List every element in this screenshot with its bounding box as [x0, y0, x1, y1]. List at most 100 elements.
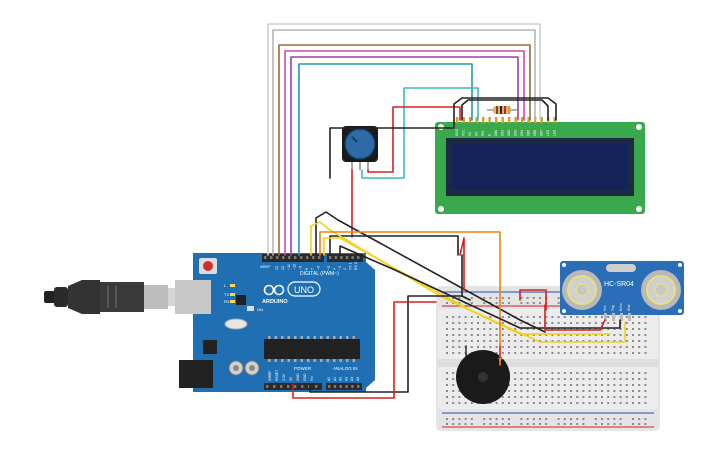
- sensor-model-label: HC-SR04: [604, 281, 634, 288]
- lcd-pin-label: DB7: [540, 130, 544, 136]
- wire-teal-pot: [361, 87, 479, 179]
- digital-pin-label: 8: [305, 268, 309, 270]
- analog-label: ANALOG IN: [333, 366, 358, 371]
- usb-chip: [236, 295, 246, 305]
- arduino-logo: ARDUINO: [262, 284, 288, 305]
- potentiometer[interactable]: [342, 126, 378, 170]
- lcd-screen: [452, 144, 628, 190]
- power-analog-pin-label: Vin: [310, 376, 314, 381]
- wire-black-lcd-2: [461, 99, 549, 121]
- lcd-pin-label: V0: [468, 132, 472, 136]
- digital-pin-label: ~3: [338, 266, 342, 270]
- wire-black-power: [309, 295, 463, 393]
- lcd-pin-label: E: [488, 134, 492, 136]
- wire-black-lcd: [453, 97, 557, 121]
- digital-pin-label: ~9: [299, 266, 303, 270]
- rx-label: RX: [224, 299, 230, 304]
- aref-label: AREF: [260, 264, 271, 269]
- power-analog-pin-label: A0: [327, 377, 331, 381]
- lcd-pin-label: DB2: [507, 130, 511, 136]
- on-label: ON: [257, 307, 263, 312]
- lcd-pin-label: DB0: [494, 130, 498, 136]
- tx-label: TX: [224, 292, 229, 297]
- digital-pin-label: RX 0: [354, 262, 358, 270]
- wire-brown: [278, 44, 531, 256]
- lcd-pin-label: DB6: [533, 130, 537, 136]
- wire-red-pot: [367, 106, 461, 173]
- power-analog-pin-label: 5V: [289, 376, 293, 381]
- wire-pink: [284, 50, 525, 256]
- piezo-buzzer[interactable]: − +: [456, 350, 510, 404]
- lcd-pin-label: LED: [546, 129, 550, 136]
- digital-pin-label: ~10: [293, 264, 297, 270]
- sensor-pin-label: Echo: [619, 303, 623, 311]
- digital-pin-label: 7: [310, 268, 314, 270]
- wire-teal-bus: [298, 63, 473, 256]
- usb-port[interactable]: [175, 280, 211, 314]
- power-label: POWER: [294, 366, 312, 371]
- digital-pin-label: 13: [275, 266, 279, 270]
- power-analog-pin-label: A4: [350, 377, 354, 381]
- l-label: L: [224, 283, 227, 288]
- resistor[interactable]: [487, 106, 517, 114]
- buzzer-minus: −: [461, 351, 466, 361]
- wire-red-sensor: [544, 304, 606, 331]
- digital-pin-label: 4: [332, 268, 336, 270]
- wire-gray-2: [272, 29, 536, 256]
- power-analog-pin-label: GND: [303, 373, 307, 381]
- wire-yellow-2: [323, 237, 626, 343]
- wire-red-power: [292, 301, 437, 399]
- wires: [267, 23, 626, 399]
- digital-pin-label: ~6: [316, 266, 320, 270]
- wire-black-3: [339, 245, 621, 329]
- lcd-pin-label: RS: [475, 132, 479, 136]
- lcd-pin-label: DB1: [501, 130, 505, 136]
- wire-purple: [290, 56, 519, 256]
- lcd-pin-label: DB4: [520, 130, 524, 136]
- wire-red-bb: [459, 237, 465, 291]
- lcd-pin-label: GND: [455, 128, 459, 136]
- model-label: UNO: [294, 285, 314, 295]
- knob[interactable]: [344, 128, 376, 160]
- wire-yellow-1: [310, 221, 611, 335]
- digital-pin-label: TX 1: [349, 262, 353, 270]
- atmega-chip: [264, 339, 360, 359]
- digital-pin-label: ~11: [287, 264, 291, 270]
- lcd-pin-label: DB5: [527, 130, 531, 136]
- usb-cable: [44, 280, 178, 314]
- wire-orange: [319, 231, 501, 366]
- wire-gray-1: [267, 23, 541, 256]
- wire-black-2: [329, 235, 459, 256]
- power-analog-pin-label: RESET: [275, 370, 279, 381]
- sensor-pin-label: Vcc: [603, 305, 607, 311]
- lcd-pin-label: LED: [553, 129, 557, 136]
- analog-header: [326, 383, 362, 390]
- power-analog-pin-label: GND: [296, 373, 300, 381]
- wire-red-sensor-2: [519, 289, 547, 311]
- lcd-pin-label: RW: [481, 131, 485, 136]
- power-analog-pin-label: A3: [344, 377, 348, 381]
- power-analog-pin-label: 3.3V: [282, 373, 286, 381]
- lcd-pin-label: DB3: [514, 130, 518, 136]
- wire-black-pot: [329, 119, 455, 179]
- digital-header-left: [262, 254, 324, 262]
- crystal: [224, 318, 248, 330]
- digital-pin-label: 2: [343, 268, 347, 270]
- brand-label: ARDUINO: [262, 299, 288, 305]
- digital-pin-label: ~5: [327, 266, 331, 270]
- digital-pin-label: 12: [281, 266, 285, 270]
- power-analog-pin-label: A5: [356, 377, 360, 381]
- lcd-pin-label: VCC: [462, 129, 466, 136]
- power-analog-pin-label: A1: [333, 377, 337, 381]
- power-analog-pin-label: IOREF: [268, 371, 272, 381]
- sensor-pin-label: Trig: [611, 305, 615, 311]
- power-analog-pin-label: A2: [339, 377, 343, 381]
- power-jack[interactable]: [179, 360, 213, 388]
